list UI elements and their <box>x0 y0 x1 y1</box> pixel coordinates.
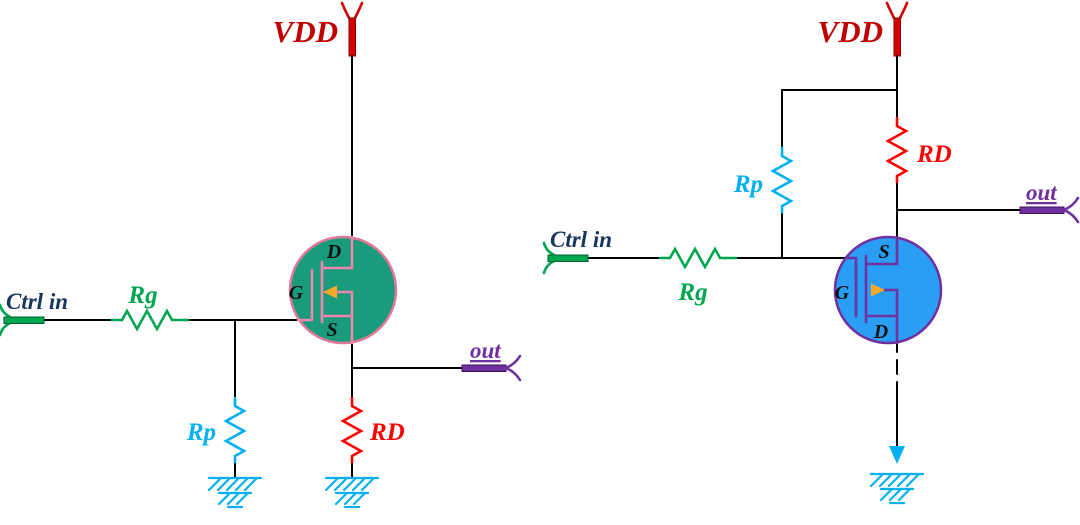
ground-symbol <box>869 472 925 505</box>
resistor-rg <box>110 308 190 332</box>
vdd-terminal <box>885 1 909 57</box>
resistor-rg-label: Rg <box>677 279 707 306</box>
resistor-rp-label: Rp <box>186 419 216 446</box>
ground-symbol <box>207 476 263 509</box>
vdd-label: VDD <box>818 14 883 49</box>
resistor-rg <box>658 246 738 270</box>
pin-label-top: S <box>878 241 889 263</box>
out-terminal-fork-icon <box>504 354 522 382</box>
out-terminal <box>461 354 522 382</box>
mosfet-right: S G D <box>833 235 943 345</box>
vdd-terminal <box>340 1 364 57</box>
ctrl-in-label: Ctrl in <box>550 227 612 252</box>
ctrl-in-terminal <box>542 241 589 275</box>
ctrl-in-terminal-bar <box>547 254 589 262</box>
resistor-rd <box>885 116 909 184</box>
mosfet-arrow-icon <box>871 283 885 297</box>
resistor-rp <box>770 146 794 214</box>
mosfet-arrow-icon <box>323 285 337 299</box>
resistor-rd <box>340 396 364 464</box>
vdd-terminal-fork-icon <box>340 1 364 20</box>
ctrl-in-terminal <box>0 303 45 337</box>
vdd-terminal-bar <box>893 17 901 57</box>
left-circuit: VDD Ctrl in Rg Rp RD D G <box>0 1 522 509</box>
out-terminal-bar <box>1019 206 1065 214</box>
resistor-rp <box>223 396 247 464</box>
ground-symbol <box>324 476 380 509</box>
ctrl-in-terminal-bar <box>3 316 45 324</box>
right-circuit: VDD Ctrl in Rg Rp RD <box>542 1 1080 505</box>
vdd-terminal-bar <box>348 17 356 57</box>
current-arrow-icon <box>889 446 905 464</box>
vdd-label: VDD <box>273 14 338 49</box>
pin-label-bottom: S <box>326 319 337 341</box>
pin-label-top: D <box>326 241 341 263</box>
resistor-rg-label: Rg <box>127 282 157 309</box>
pin-label-bottom: D <box>873 321 888 343</box>
pin-label-gate: G <box>835 282 850 304</box>
out-terminal <box>1019 196 1080 224</box>
resistor-rd-label: RD <box>369 419 405 446</box>
out-label: out <box>1026 180 1057 205</box>
pin-label-gate: G <box>289 282 304 304</box>
mosfet-symbol <box>844 236 899 345</box>
ctrl-in-label: Ctrl in <box>6 289 68 314</box>
mosfet-body <box>288 235 398 345</box>
out-terminal-bar <box>461 364 507 372</box>
mosfet-symbol <box>296 235 354 345</box>
resistor-rp-label: Rp <box>733 171 763 198</box>
out-terminal-fork-icon <box>1062 196 1080 224</box>
resistor-rd-label: RD <box>916 141 952 168</box>
vdd-terminal-fork-icon <box>885 1 909 20</box>
out-label: out <box>470 338 501 363</box>
mosfet-left: D G S <box>288 235 398 345</box>
